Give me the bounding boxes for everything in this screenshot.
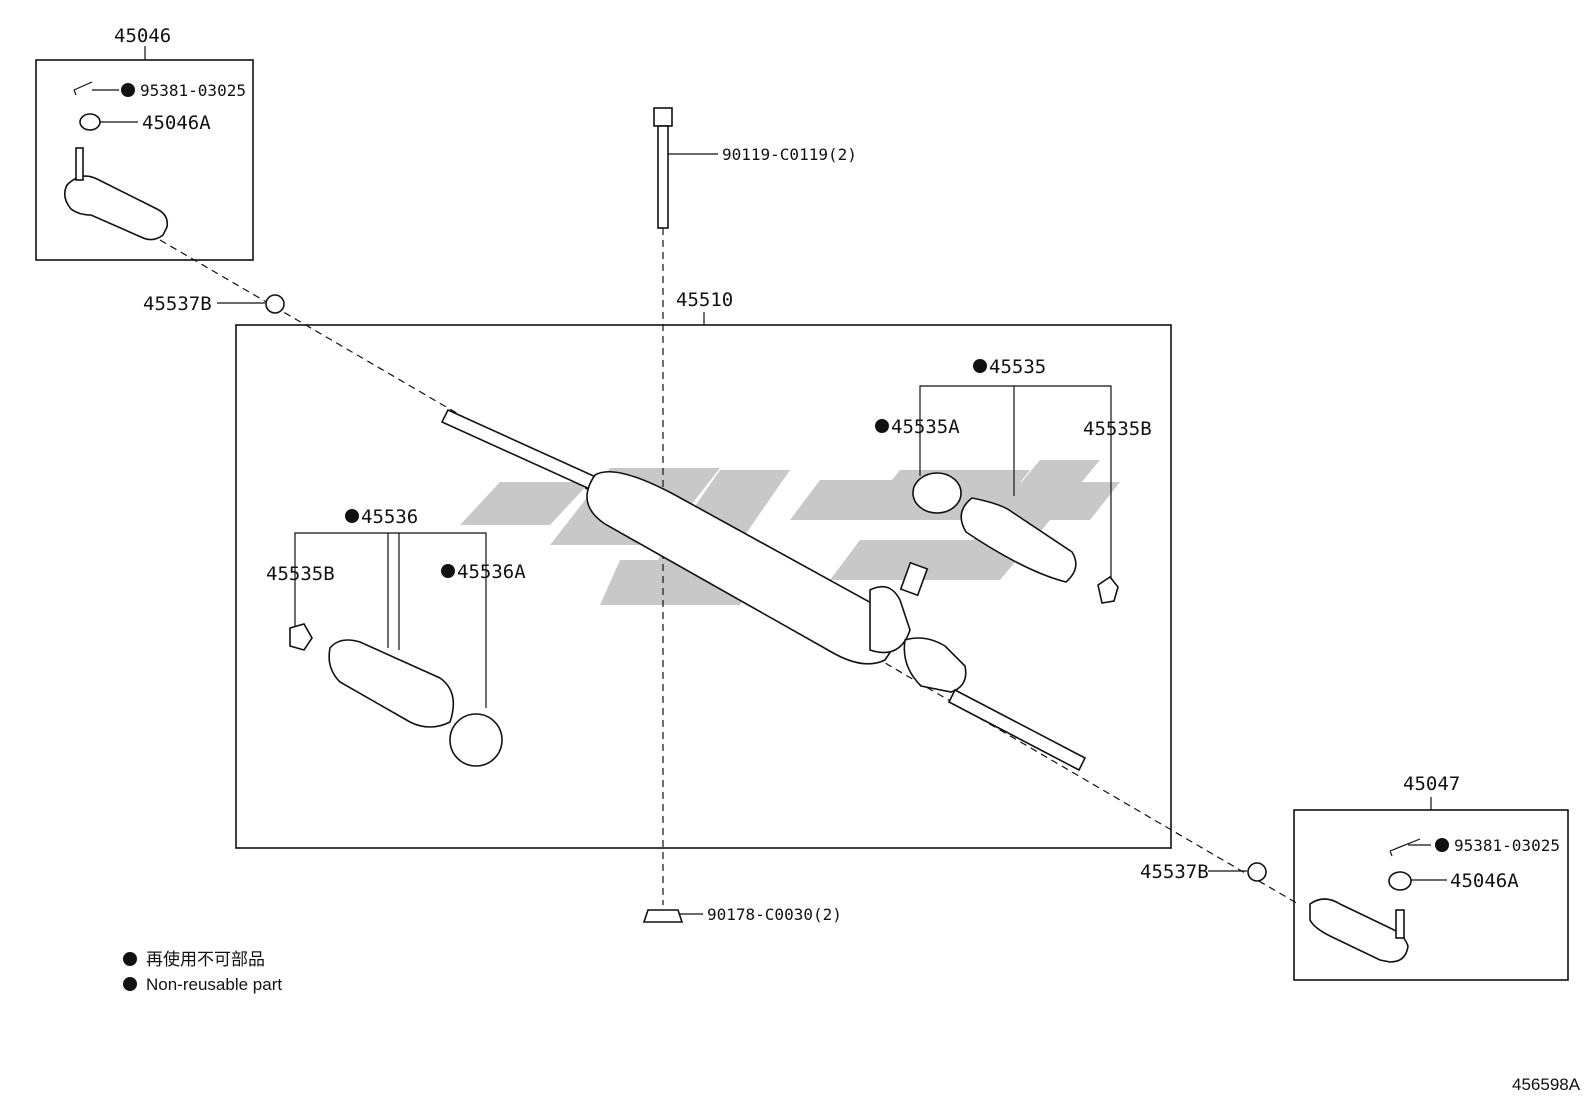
label-clamp-rh-a: 45535A: [891, 416, 960, 438]
bottom-nut: [642, 909, 684, 923]
label-clamp-lh-a: 45536A: [457, 561, 526, 583]
tie-rod-end-rh: [1309, 838, 1421, 963]
label-nut-rh: 45046A: [1450, 870, 1519, 892]
lock-nut-lh: [265, 294, 285, 314]
legend-dot: [123, 952, 137, 966]
boot-rh: [912, 472, 1119, 604]
label-clamp-rh-b: 45535B: [1083, 418, 1152, 440]
non-reusable-dot: [973, 359, 987, 373]
label-cotter-pin-rh: 95381-03025: [1454, 836, 1560, 855]
legend-dot: [123, 977, 137, 991]
label-lock-nut-rh: 45537B: [1140, 861, 1209, 883]
label-tie-rod-end-lh: 45046: [114, 25, 171, 47]
label-boot-kit-lh: 45536: [361, 506, 418, 528]
tie-rod-end-lh: [63, 81, 169, 241]
label-nut-lh: 45046A: [142, 112, 211, 134]
legend: 再使用不可部品 Non-reusable part: [123, 949, 282, 994]
label-rack-assy: 45510: [676, 289, 733, 311]
lead-lines: [92, 46, 1447, 915]
label-boot-kit-rh: 45535: [989, 356, 1046, 378]
non-reusable-dot: [441, 564, 455, 578]
non-reusable-dot: [1435, 838, 1449, 852]
label-bolt: 90119-C0119(2): [722, 145, 857, 164]
non-reusable-dot: [875, 419, 889, 433]
label-tie-rod-end-rh: 45047: [1403, 773, 1460, 795]
boot-lh: [289, 623, 503, 767]
legend-cn: 再使用不可部品: [146, 949, 265, 969]
steering-rack: [440, 408, 1087, 772]
non-reusable-dot: [121, 83, 135, 97]
bolt: [653, 107, 673, 229]
non-reusable-dot: [345, 509, 359, 523]
lock-nut-rh: [1247, 862, 1267, 882]
label-clamp-lh-b: 45535B: [266, 563, 335, 585]
legend-en: Non-reusable part: [146, 975, 282, 994]
label-nut-bottom: 90178-C0030(2): [707, 905, 842, 924]
assembly-dashed-lines: [159, 228, 1301, 906]
label-lock-nut-lh: 45537B: [143, 293, 212, 315]
label-cotter-pin-lh: 95381-03025: [140, 81, 246, 100]
diagram-id: 456598A: [1512, 1075, 1581, 1094]
